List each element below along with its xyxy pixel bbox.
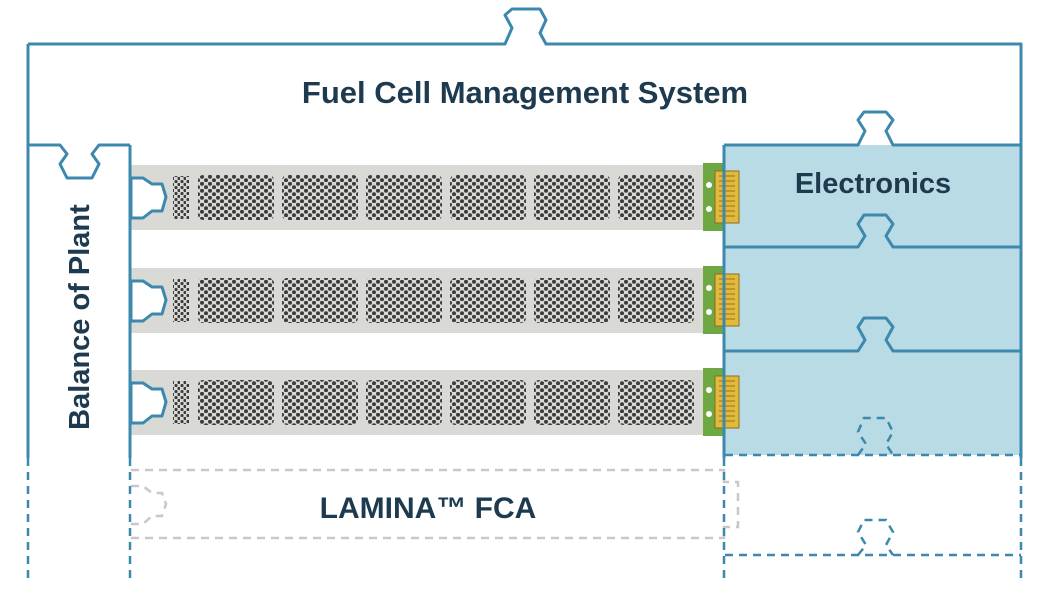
stack-vent-grid: [534, 175, 610, 220]
stack-vent-grid: [198, 380, 274, 425]
stack-vent-grid: [618, 175, 694, 220]
stack-connector-pins: [714, 170, 740, 224]
connector-dot: [706, 387, 712, 393]
stack-vent-grid: [618, 278, 694, 323]
stack-vent-grid: [450, 175, 526, 220]
connector-dot: [706, 411, 712, 417]
stack-vent-grid: [282, 380, 358, 425]
stack-vent-grid: [366, 175, 442, 220]
dashed-frame-extensions: [26, 416, 1023, 580]
fcms-box-outline: [28, 7, 1023, 145]
stack-vent-column: [173, 279, 189, 322]
stack-connector-pins: [714, 375, 740, 429]
fuel-cell-stack: [129, 368, 740, 436]
stack-vent-grid: [282, 175, 358, 220]
fuel-cell-stack: [129, 266, 740, 334]
stack-vent-grid: [282, 278, 358, 323]
stack-notch: [129, 381, 168, 425]
stack-vent-grid: [198, 278, 274, 323]
fuel-cell-stacks: [129, 163, 740, 436]
connector-dot: [706, 182, 712, 188]
balance-of-plant-label: Balance of Plant: [64, 204, 96, 430]
stack-vent-grid: [450, 278, 526, 323]
stack-vent-grid: [618, 380, 694, 425]
connector-dot: [706, 206, 712, 212]
stack-notch: [129, 176, 168, 220]
fuel-cell-stack: [129, 163, 740, 231]
stack-vent-grid: [366, 278, 442, 323]
bottom-notch-dashed: [856, 416, 895, 456]
stack-vent-column: [173, 176, 189, 219]
fcms-title: Fuel Cell Management System: [302, 75, 748, 110]
system-frame: [26, 7, 1023, 458]
electronics-label: Electronics: [795, 168, 951, 200]
stack-vent-grid: [534, 278, 610, 323]
stack-connector-pins: [714, 273, 740, 327]
connector-dot: [706, 309, 712, 315]
stack-vent-grid: [450, 380, 526, 425]
stack-notch: [129, 279, 168, 323]
electronics-panel: [725, 145, 1021, 455]
stack-vent-column: [173, 381, 189, 424]
stack-vent-grid: [366, 380, 442, 425]
lamina-fca-dashed-notch: [131, 484, 168, 526]
stack-vent-grid: [198, 175, 274, 220]
bottom-notch-dashed-2: [856, 518, 895, 556]
stack-vent-grid: [534, 380, 610, 425]
connector-dot: [706, 285, 712, 291]
lamina-fca-label: LAMINA™ FCA: [320, 492, 537, 525]
